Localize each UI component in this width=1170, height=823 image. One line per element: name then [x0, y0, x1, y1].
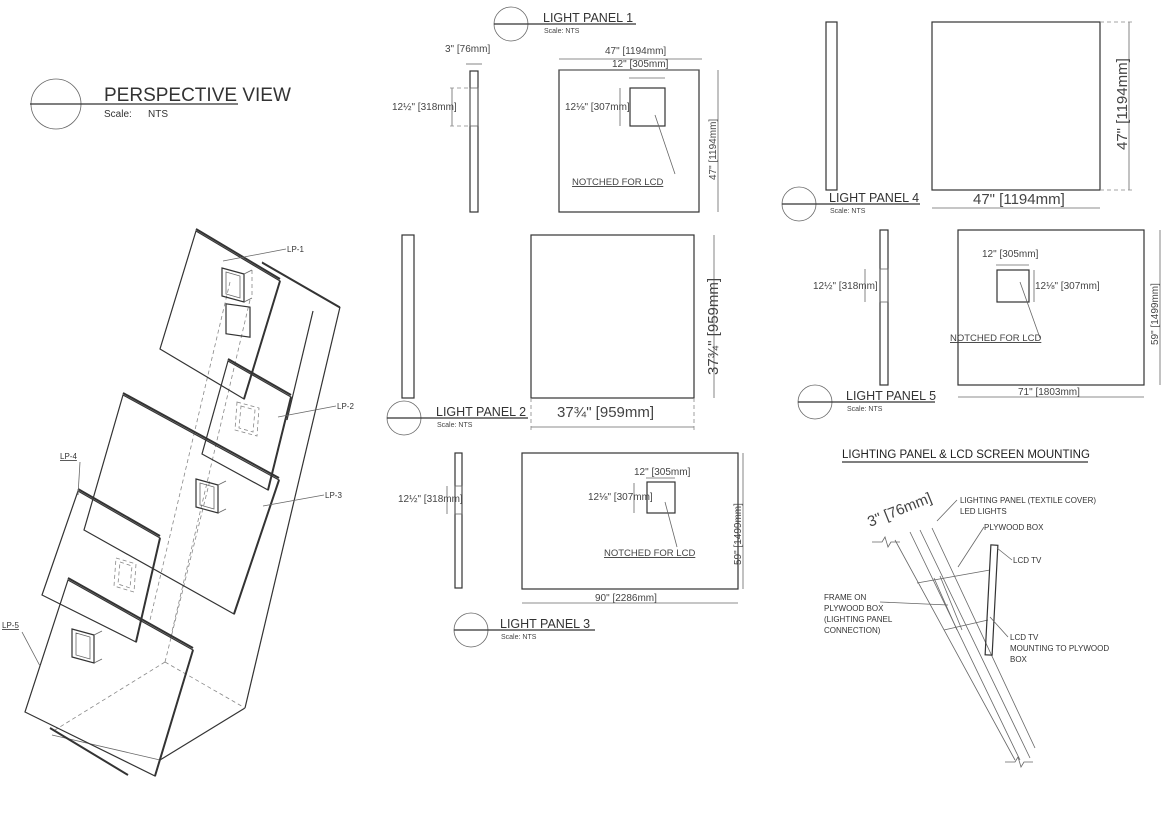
lcd-notch-lp2 [234, 401, 260, 437]
panel2-title: LIGHT PANEL 2 [436, 405, 526, 419]
panel5-height-dim: 59" [1499mm] [1150, 283, 1161, 345]
panel1-notch-width-dim: 12" [305mm] [612, 59, 669, 70]
panel3-width-dim: 90" [2286mm] [595, 593, 657, 604]
panel5-width-dim: 71" [1803mm] [1018, 387, 1080, 398]
callout-frame-line1: FRAME ON [824, 593, 866, 602]
panel4-title: LIGHT PANEL 4 [829, 191, 919, 205]
panel4-height-dim: 47" [1194mm] [1114, 58, 1131, 150]
panel2-width-dim: 37¾" [959mm] [557, 404, 654, 421]
panel1-note: NOTCHED FOR LCD [572, 177, 663, 188]
mounting-detail-drawing: LIGHTING PANEL & LCD SCREEN MOUNTING 3" … [824, 449, 1109, 768]
mounting-thickness-dim: 3" [76mm] [865, 490, 934, 531]
label-lp5: LP-5 [2, 621, 19, 630]
callout-frame-line3: (LIGHTING PANEL [824, 615, 893, 624]
label-lp3: LP-3 [325, 491, 342, 500]
callout-led-lights: LED LIGHTS [960, 507, 1007, 516]
panel1-side-notch-dim: 12½" [318mm] [392, 102, 457, 113]
panel4-width-dim: 47" [1194mm] [973, 191, 1065, 208]
perspective-view-title-block: PERSPECTIVE VIEW Scale: NTS [30, 78, 291, 130]
perspective-view-title: PERSPECTIVE VIEW [104, 85, 291, 106]
panel3-height-dim: 59" [1499mm] [733, 503, 744, 565]
panel1-scale: Scale: NTS [544, 28, 580, 35]
panel2-scale: Scale: NTS [437, 422, 473, 429]
panel3-note: NOTCHED FOR LCD [604, 548, 695, 559]
callout-frame-line2: PLYWOOD BOX [824, 604, 884, 613]
panel5-note: NOTCHED FOR LCD [950, 333, 1041, 344]
perspective-scale-label: Scale: [104, 109, 132, 120]
callout-mount-line2: MOUNTING TO PLYWOOD [1010, 644, 1109, 653]
panel1-thickness-dim: 3" [76mm] [445, 44, 490, 55]
panel3-notch-height-dim: 12⅛" [307mm] [588, 492, 653, 503]
panel3-title: LIGHT PANEL 3 [500, 617, 590, 631]
light-panel-3-drawing: 12½" [318mm] 12" [305mm] 12⅛" [307mm] 59… [398, 452, 744, 648]
panel1-width-dim: 47" [1194mm] [605, 46, 666, 57]
panel1-notch-height-dim: 12⅛" [307mm] [565, 102, 630, 113]
panel2-height-dim: 37¾" [959mm] [705, 278, 722, 375]
perspective-scale-value: NTS [148, 109, 168, 120]
perspective-drawing: LP-1 LP-2 LP-3 LP-4 LP-5 [2, 228, 354, 777]
panel5-title: LIGHT PANEL 5 [846, 389, 936, 403]
panel5-scale: Scale: NTS [847, 406, 883, 413]
panel5-notch-width-dim: 12" [305mm] [982, 249, 1039, 260]
callout-lighting-panel: LIGHTING PANEL (TEXTILE COVER) [960, 496, 1096, 505]
panel4-scale: Scale: NTS [830, 208, 866, 215]
light-panel-5-drawing: 12½" [318mm] 12" [305mm] 12⅛" [307mm] 59… [797, 229, 1161, 420]
panel1-title: LIGHT PANEL 1 [543, 11, 633, 25]
label-lp1: LP-1 [287, 245, 304, 254]
callout-lcd-tv: LCD TV [1013, 556, 1042, 565]
panel5-side-notch-dim: 12½" [318mm] [813, 281, 878, 292]
panel3-notch-width-dim: 12" [305mm] [634, 467, 691, 478]
light-panel-1-drawing: LIGHT PANEL 1 Scale: NTS 3" [76mm] 12½" … [392, 6, 719, 213]
label-lp4: LP-4 [60, 452, 77, 461]
light-panel-2-drawing: 37¾" [959mm] 37¾" [959mm] LIGHT PANEL 2 … [386, 234, 722, 436]
panel3-side-notch-dim: 12½" [318mm] [398, 494, 463, 505]
mounting-title: LIGHTING PANEL & LCD SCREEN MOUNTING [842, 449, 1090, 461]
callout-plywood-box: PLYWOOD BOX [984, 523, 1044, 532]
callout-mount-line3: BOX [1010, 655, 1028, 664]
panel3-scale: Scale: NTS [501, 634, 537, 641]
panel5-notch-height-dim: 12⅛" [307mm] [1035, 281, 1100, 292]
callout-mount-line1: LCD TV [1010, 633, 1039, 642]
callout-frame-line4: CONNECTION) [824, 626, 881, 635]
light-panel-4-drawing: 47" [1194mm] 47" [1194mm] LIGHT PANEL 4 … [781, 21, 1132, 222]
label-lp2: LP-2 [337, 402, 354, 411]
panel1-height-dim: 47" [1194mm] [708, 119, 719, 180]
